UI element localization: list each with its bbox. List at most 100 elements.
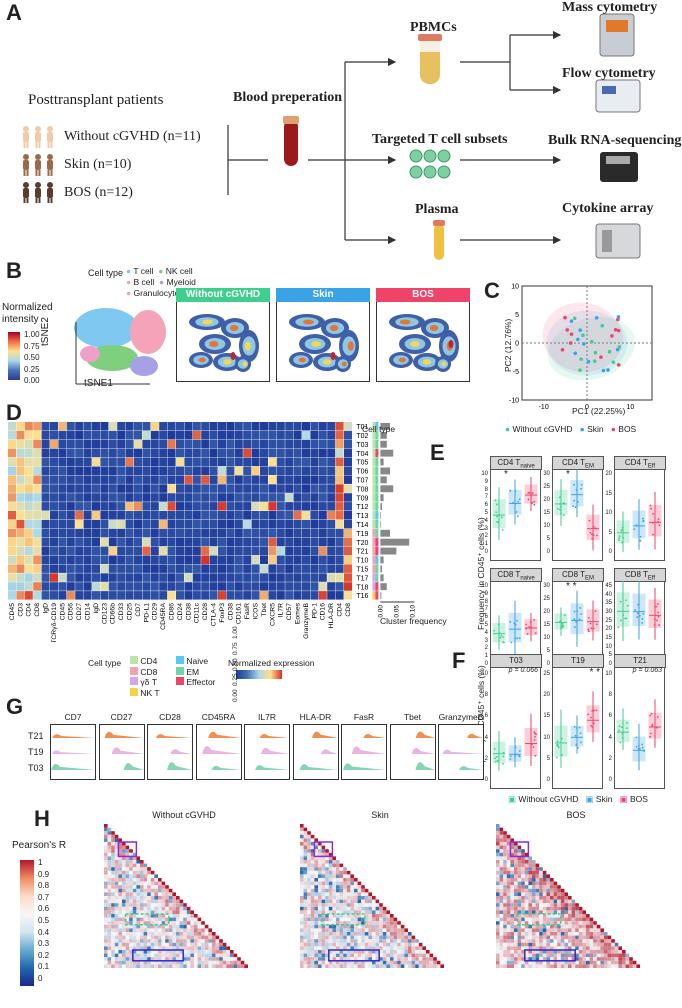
heatmap-marker-label: CD28 <box>202 603 209 621</box>
heatmap-marker-label: CD38 <box>227 603 234 621</box>
e-ytick: 2 <box>484 645 488 652</box>
h-correlation-matrix <box>104 824 248 968</box>
heatmap-marker-label: HLA-DR <box>328 603 335 628</box>
svg-text:0.05: 0.05 <box>393 605 400 618</box>
tsne-density-0 <box>189 314 259 372</box>
e-significance: * <box>504 469 508 480</box>
d-celltype-header: Cell type <box>362 424 396 434</box>
heatmap-cluster-label: T14 <box>356 522 368 529</box>
e-ytick: 5 <box>484 622 488 628</box>
e-ytick: 15 <box>543 510 550 516</box>
h-correlation-matrix <box>300 824 444 968</box>
assay-rna: Bulk RNA-sequencing <box>548 133 682 148</box>
h-correlation-matrix <box>496 824 640 968</box>
f-ytick: 4 <box>608 734 612 741</box>
heatmap-marker-label: CD25 <box>126 603 133 621</box>
heatmap-cluster-label: T01 <box>356 424 368 431</box>
heatmap-marker-label: CD3 <box>17 603 24 617</box>
pc2-label: PC2 (12.76%) <box>503 318 513 372</box>
g-histogram <box>389 724 436 780</box>
e-ytick: 25 <box>543 596 550 602</box>
tsne-density-1 <box>289 314 359 372</box>
d-expr-bar <box>236 670 282 679</box>
b-colorbar-title: Normalized intensity <box>2 302 53 325</box>
e-ytick: 25 <box>605 617 612 624</box>
e-ytick: 0 <box>546 549 550 555</box>
b-legend: ● T cell ● NK cell ● B cell ● Myeloid ● … <box>126 266 216 299</box>
f-ytick: 10 <box>605 671 612 677</box>
heatmap-cluster-label: T07 <box>356 478 368 485</box>
svg-text:-10: -10 <box>539 404 549 411</box>
tsne1-label: tSNE1 <box>84 378 113 389</box>
heatmap-cluster-label: T04 <box>356 451 368 458</box>
h-title: Without cGVHD <box>152 810 216 820</box>
blood-label: Blood preperation <box>233 90 343 105</box>
e-ytick: 9 <box>484 590 488 597</box>
panel-a-arrows <box>227 13 641 260</box>
f-ytick: 10 <box>543 734 550 741</box>
heatmap-marker-label: CXCR5 <box>269 603 276 626</box>
heatmap-marker-label: CD45RA <box>160 603 167 630</box>
f-pvalue: p = 0.066 <box>508 667 538 674</box>
e-ytick: 8 <box>484 598 488 605</box>
b-legend-title: Cell type <box>88 268 124 278</box>
heatmap-marker-label: Tbet <box>261 603 268 617</box>
heatmap-marker-label: CD86 <box>168 603 175 621</box>
svg-text:0: 0 <box>585 404 589 411</box>
heatmap-marker-label: IgD <box>42 603 49 614</box>
g-marker-title: GranzymeB <box>438 712 484 722</box>
e-ytick: 7 <box>484 606 488 613</box>
d-legend-state: Naive EM Effector <box>176 656 216 688</box>
f-ytick: 0 <box>546 777 550 783</box>
g-marker-title: HLA-DR <box>299 712 332 722</box>
f-ytick: 8 <box>608 692 612 699</box>
heatmap-marker-label: CD11c <box>194 602 201 623</box>
f-ytick: 25 <box>543 671 550 677</box>
g-histogram <box>244 724 290 780</box>
heatmap-cluster-label: T08 <box>356 486 368 493</box>
tsne-header-1: Skin <box>276 288 370 302</box>
legend-myeloid: ● Myeloid <box>159 277 196 287</box>
e-facet-header: CD8 Tnaive <box>490 568 542 582</box>
f-legend: ▣ Without cGVHD ▣ Skin ▣ BOS <box>508 794 648 804</box>
e-facet-header: CD4 Tnaive <box>490 456 542 470</box>
svg-text:10: 10 <box>626 404 634 411</box>
heatmap-marker-label: CD8 <box>34 603 41 617</box>
e-ytick: 0 <box>608 549 612 555</box>
f-ytick: 5 <box>546 755 550 762</box>
assay-flow: Flow cytometry <box>562 66 656 81</box>
heatmap-cluster-label: T09 <box>356 495 368 502</box>
heatmap-marker-label: CD4 <box>336 603 343 617</box>
e-ytick: 6 <box>484 502 488 509</box>
e-facet-header: CD8 TEM <box>552 568 604 582</box>
patient-icon-without <box>23 126 53 148</box>
f-facet-plot <box>490 667 541 789</box>
assay-mass: Mass cytometry <box>562 0 658 15</box>
heatmap-marker-label: CD8 <box>345 603 352 617</box>
g-marker-title: FasR <box>353 712 375 722</box>
tsne-header-0: Without cGVHD <box>176 288 270 302</box>
f-ytick: 2 <box>484 755 488 762</box>
patients-title: Posttransplant patients <box>28 92 164 108</box>
heatmap-cluster-label: T15 <box>356 567 368 574</box>
heatmap-cluster-label: T17 <box>356 575 368 582</box>
e-ytick: 4 <box>484 517 488 524</box>
f-ytick: 6 <box>608 713 612 720</box>
d-legend-celltype-title: Cell type <box>88 658 122 668</box>
heatmap-marker-label: Eomes <box>294 602 301 624</box>
e-facet-header: CD4 TEM <box>552 456 604 470</box>
svg-text:10: 10 <box>511 284 519 291</box>
heatmap-marker-label: CD123 <box>101 603 108 624</box>
panel-label-c: C <box>484 278 500 303</box>
e-ytick: 10 <box>605 643 612 650</box>
heatmap-marker-label: TCRγδ-CD19 <box>51 603 58 642</box>
heatmap-cluster-label: T19 <box>356 531 368 538</box>
e-ytick: 0 <box>546 661 550 667</box>
e-ytick: 30 <box>605 609 612 615</box>
heatmap-marker-label: CD27 <box>76 603 83 621</box>
e-ytick: 10 <box>543 635 550 641</box>
heatmap-marker-label: ICOS <box>252 603 259 620</box>
e-ytick: 20 <box>543 609 550 615</box>
